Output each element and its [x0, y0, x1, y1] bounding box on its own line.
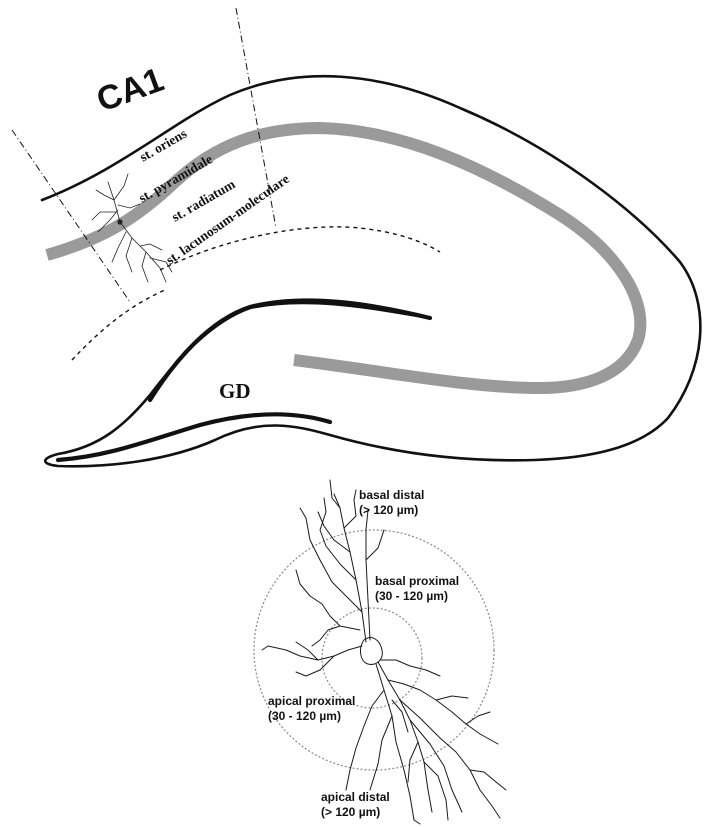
- dentate-inner-blade: [58, 414, 330, 460]
- basal-distal-name: basal distal: [359, 488, 424, 502]
- basal-proximal-range: (30 - 120 µm): [375, 589, 448, 603]
- basal-proximal-name: basal proximal: [375, 574, 459, 588]
- apical-proximal-range: (30 - 120 µm): [268, 709, 341, 723]
- apical-distal-name: apical distal: [321, 790, 390, 804]
- hippocampal-fissure-lower: [72, 290, 165, 360]
- zone-label-basal-distal: basal distal (> 120 µm): [359, 488, 424, 517]
- zone-label-apical-distal: apical distal (> 120 µm): [321, 790, 390, 819]
- pyramidal-cell-band: [47, 128, 640, 388]
- pyramidal-neuron-morphology: [262, 480, 506, 824]
- ca1-label: CA1: [92, 61, 169, 120]
- zone-label-basal-proximal: basal proximal (30 - 120 µm): [375, 574, 459, 603]
- zone-label-apical-proximal: apical proximal (30 - 120 µm): [268, 694, 355, 723]
- dentate-gyrus-label: GD: [219, 379, 251, 403]
- section-boundary-left: [12, 130, 130, 302]
- distal-zone-circle: [254, 530, 494, 770]
- dentate-upper-blade: [150, 300, 430, 400]
- apical-distal-range: (> 120 µm): [321, 805, 380, 819]
- basal-distal-range: (> 120 µm): [359, 503, 418, 517]
- apical-proximal-name: apical proximal: [268, 694, 355, 708]
